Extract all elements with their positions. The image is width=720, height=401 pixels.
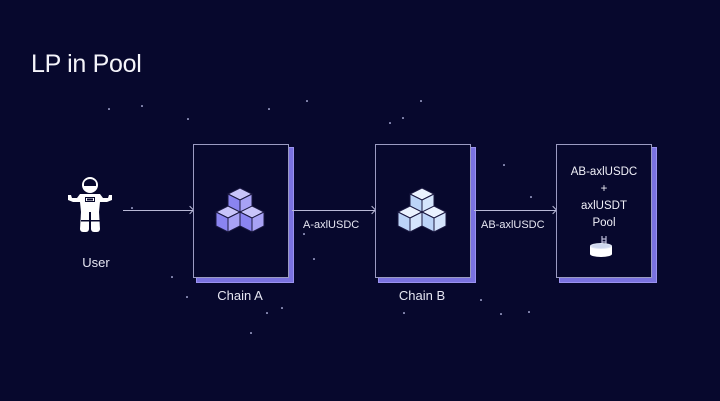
star	[389, 122, 391, 124]
star	[306, 100, 308, 102]
star	[420, 100, 422, 102]
star	[171, 276, 173, 278]
page-title: LP in Pool	[31, 50, 142, 78]
star	[313, 258, 315, 260]
star	[303, 233, 305, 235]
swimming-pool-icon	[590, 236, 612, 257]
star	[480, 299, 482, 301]
star	[281, 307, 283, 309]
star	[108, 108, 110, 110]
arrow-line	[292, 210, 375, 211]
star	[186, 296, 188, 298]
star	[528, 311, 530, 313]
star	[250, 332, 252, 334]
cubes-icon	[214, 187, 266, 233]
star	[530, 196, 532, 198]
arrow-line	[474, 210, 556, 211]
edge-label: AB-axlUSDC	[481, 219, 545, 231]
star	[141, 105, 143, 107]
astronaut-icon	[68, 177, 112, 232]
star	[503, 164, 505, 166]
chain-b-label: Chain B	[398, 288, 446, 303]
star	[402, 117, 404, 119]
edge-label: A-axlUSDC	[303, 219, 360, 231]
star	[403, 312, 405, 314]
arrow-line	[123, 210, 193, 211]
pool-line-label: Pool	[592, 217, 616, 229]
pool-description: AB-axlUSDC + axlUSDT Pool	[556, 164, 652, 232]
star	[268, 108, 270, 110]
cubes-icon	[396, 187, 448, 233]
star	[266, 312, 268, 314]
pool-line-token-a: AB-axlUSDC	[570, 166, 638, 178]
pool-line-token-b: axlUSDT	[580, 200, 627, 212]
pool-line-plus: +	[600, 183, 608, 195]
user-label: User	[82, 255, 110, 270]
chain-a-label: Chain A	[217, 288, 263, 303]
star	[131, 207, 133, 209]
star	[500, 313, 502, 315]
star	[187, 118, 189, 120]
